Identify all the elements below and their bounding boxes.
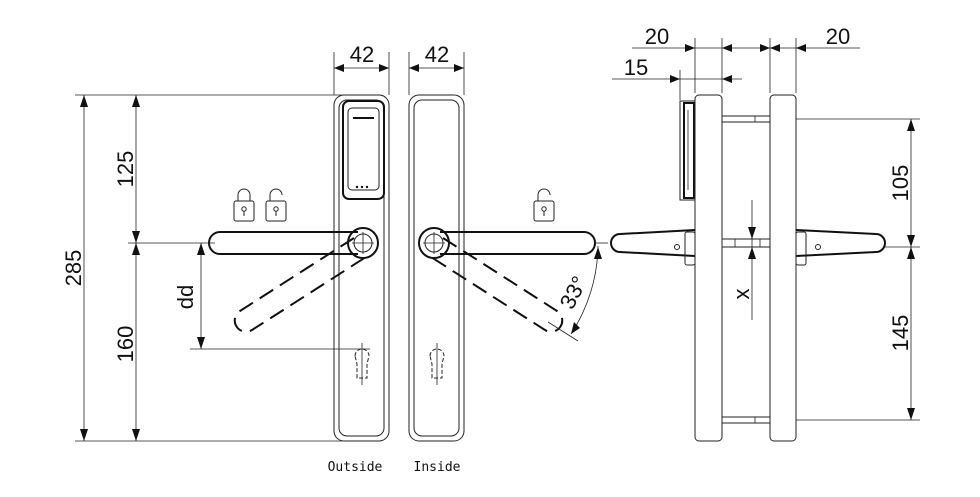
- inside-handle: [418, 227, 596, 333]
- dim-width-outside: 42: [350, 42, 374, 67]
- dim-side-upper: 105: [888, 165, 913, 202]
- inside-cylinder: [429, 343, 445, 385]
- inside-plate: [408, 94, 465, 442]
- caption-inside: Inside: [414, 460, 461, 475]
- card-reader: [342, 100, 385, 200]
- dim-upper-height: 125: [113, 151, 138, 188]
- dim-reader-depth: 15: [624, 55, 648, 80]
- width-dim-outside: [333, 52, 390, 95]
- outside-handle: [208, 227, 379, 333]
- dim-side-left-20: 20: [645, 24, 669, 49]
- lock-open-icon: [265, 188, 287, 222]
- dim-angle: 33°: [555, 272, 593, 313]
- dim-dd: dd: [173, 285, 198, 309]
- dim-x: x: [729, 289, 754, 300]
- lock-closed-icon: [233, 188, 255, 222]
- side-view: [610, 38, 920, 442]
- lock-open-icon-inside: [533, 188, 555, 222]
- dim-overall-height: 285: [61, 250, 86, 287]
- dim-side-right-20: 20: [826, 24, 850, 49]
- dim-lower-height: 160: [113, 326, 138, 363]
- outside-cylinder: [354, 343, 370, 385]
- dim-side-lower: 145: [888, 315, 913, 352]
- width-dim-inside: [408, 52, 465, 95]
- caption-outside: Outside: [328, 460, 383, 475]
- left-dimensions: [75, 94, 370, 442]
- dim-width-inside: 42: [425, 42, 449, 67]
- angle-dimension: [547, 242, 608, 342]
